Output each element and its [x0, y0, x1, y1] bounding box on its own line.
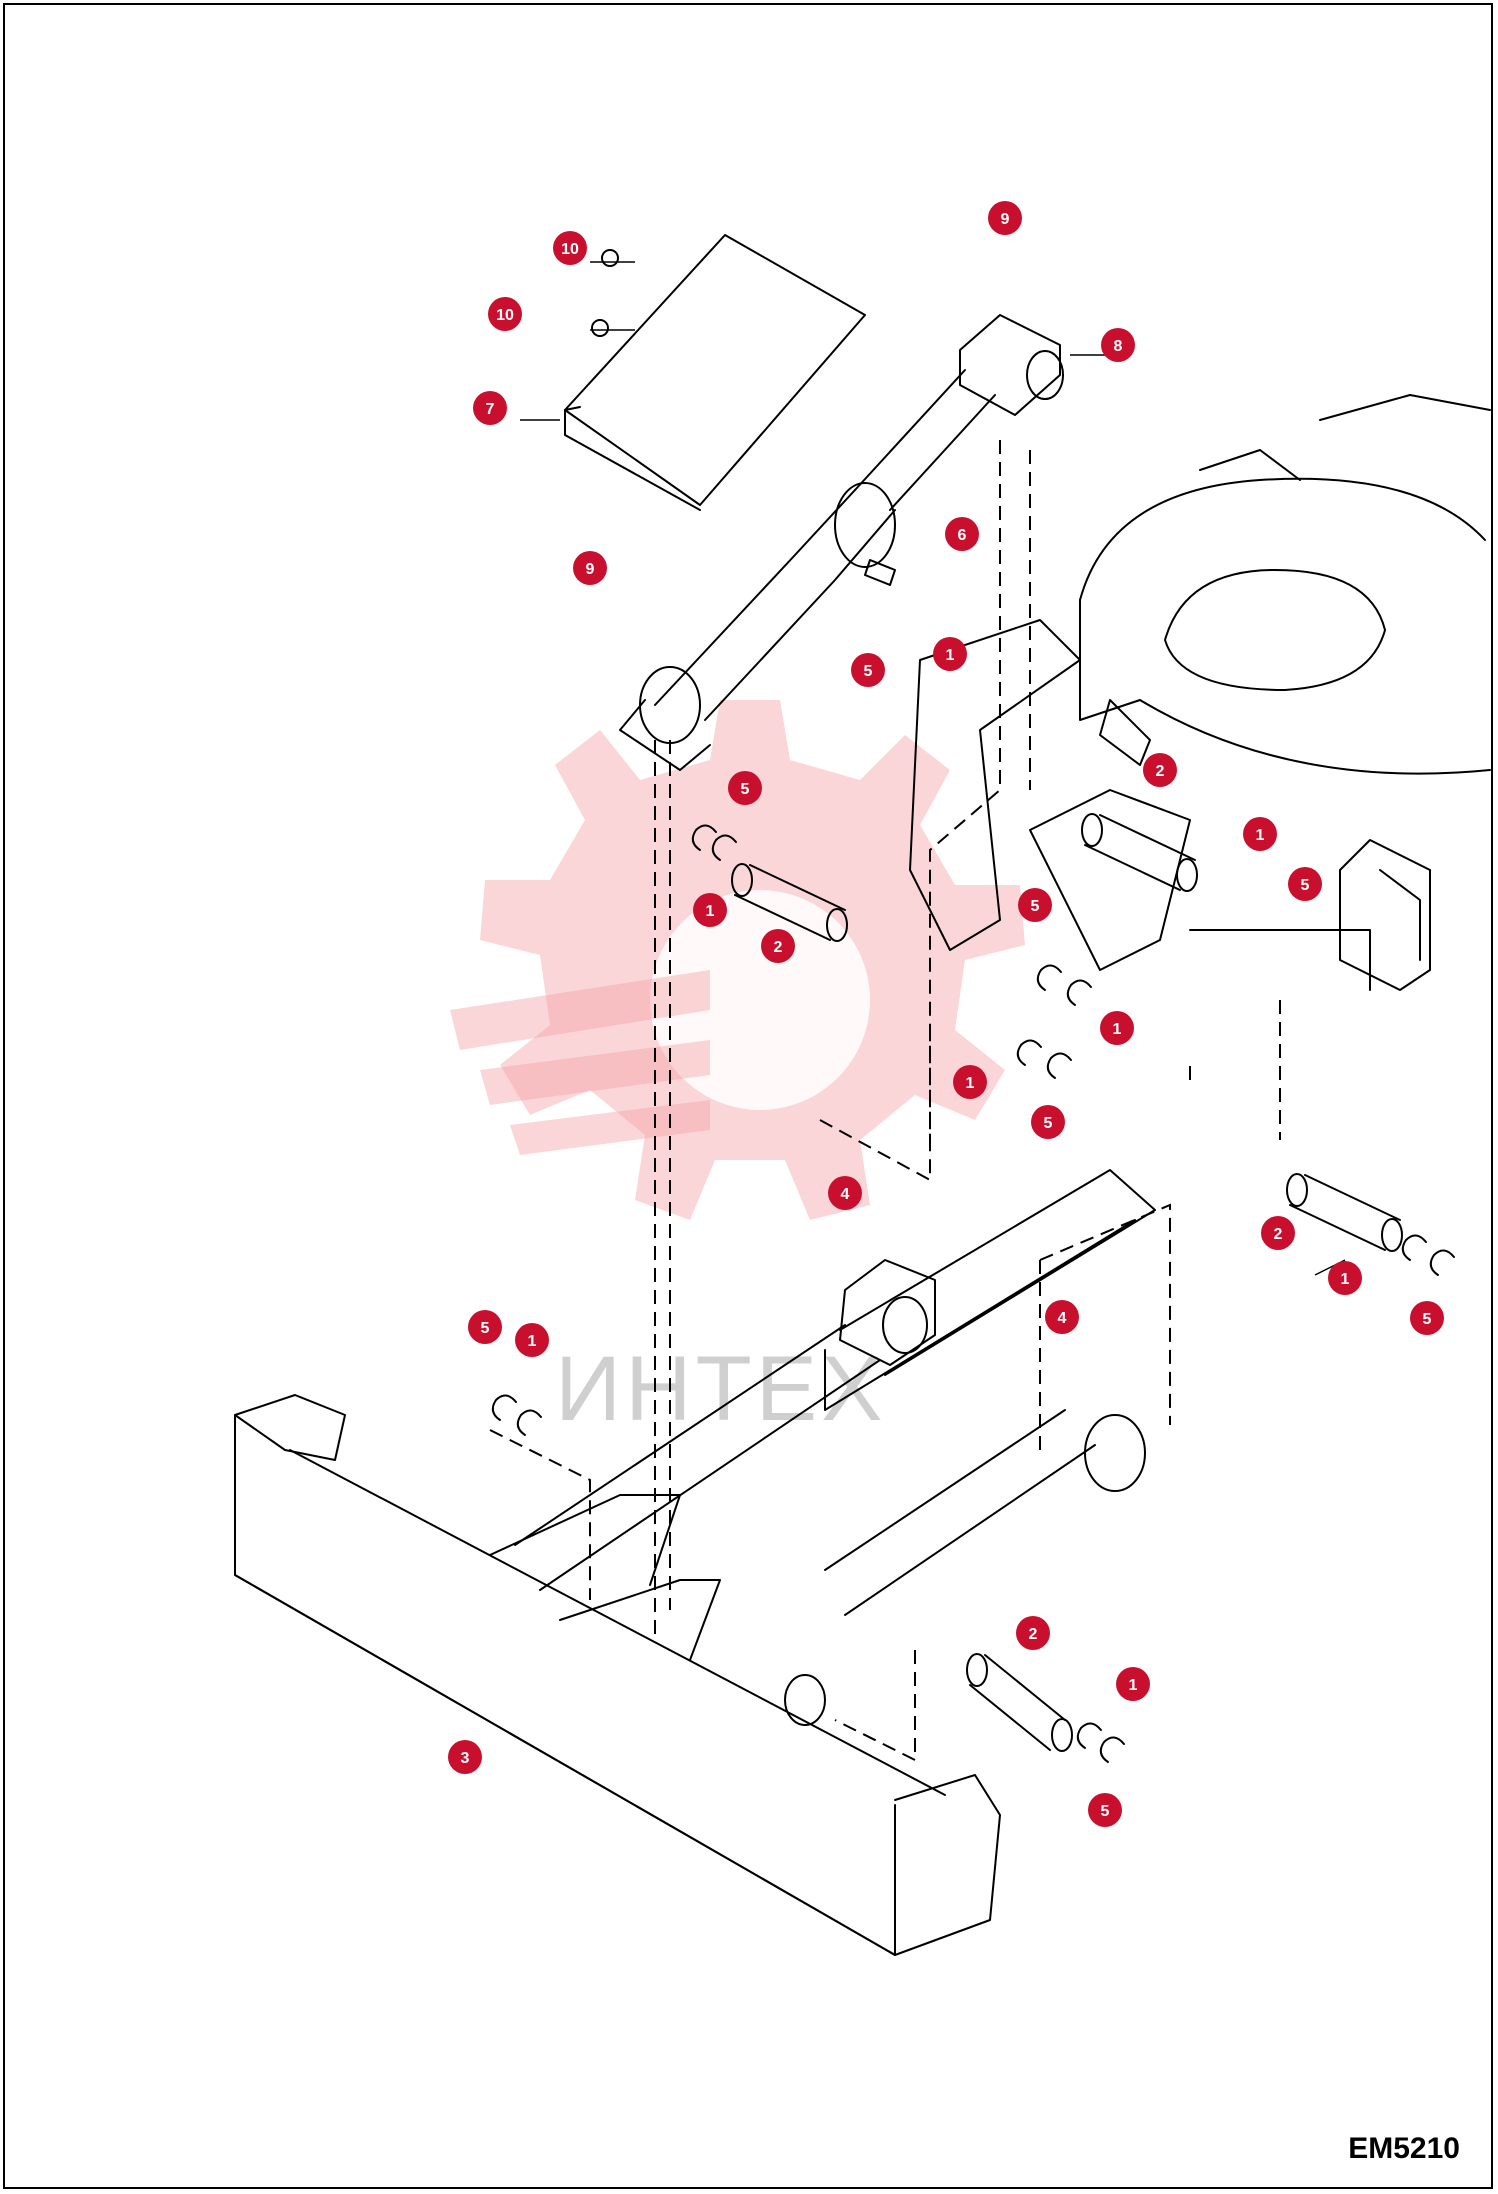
svg-text:2: 2 [1029, 1626, 1038, 1643]
callout-3: 3 [448, 1740, 482, 1774]
callout-1-b: 1 [1243, 817, 1277, 851]
callout-1-d: 1 [1100, 1011, 1134, 1045]
callout-1-c: 1 [693, 893, 727, 927]
callout-4-b: 4 [1045, 1300, 1079, 1334]
callout-9-lower: 9 [573, 551, 607, 585]
callout-1-e: 1 [953, 1065, 987, 1099]
svg-text:8: 8 [1114, 338, 1123, 355]
callout-1-f: 1 [1328, 1261, 1362, 1295]
callout-9-top: 9 [988, 201, 1022, 235]
part-callouts: 10 10 7 9 8 6 9 5 1 5 2 [448, 201, 1444, 1827]
svg-text:10: 10 [496, 307, 514, 324]
svg-text:5: 5 [1031, 898, 1040, 915]
svg-text:1: 1 [1341, 1271, 1350, 1288]
svg-text:1: 1 [706, 903, 715, 920]
svg-text:5: 5 [481, 1320, 490, 1337]
figure-code: EM5210 [1348, 2132, 1460, 2165]
svg-text:5: 5 [1423, 1311, 1432, 1328]
svg-text:9: 9 [586, 561, 595, 578]
svg-text:1: 1 [1113, 1021, 1122, 1038]
machine-frame [909, 394, 1491, 991]
pin-middle [1081, 813, 1198, 892]
pin-right [1286, 1173, 1455, 1276]
svg-text:7: 7 [486, 401, 495, 418]
callout-10-lower: 10 [488, 297, 522, 331]
callout-6: 6 [945, 517, 979, 551]
svg-text:1: 1 [966, 1075, 975, 1092]
svg-text:5: 5 [1044, 1115, 1053, 1132]
dozer-blade [234, 1169, 1156, 1956]
callout-1-h: 1 [1116, 1667, 1150, 1701]
callout-2-b: 2 [761, 929, 795, 963]
svg-text:5: 5 [741, 781, 750, 798]
svg-text:4: 4 [841, 1186, 850, 1203]
retaining-rings [491, 964, 1092, 1436]
svg-text:9: 9 [1001, 211, 1010, 228]
callout-2-a: 2 [1143, 753, 1177, 787]
svg-text:5: 5 [1301, 877, 1310, 894]
callout-5-b: 5 [728, 771, 762, 805]
callout-10-top: 10 [553, 231, 587, 265]
callout-5-a: 5 [851, 653, 885, 687]
svg-text:1: 1 [1256, 827, 1265, 844]
svg-text:2: 2 [774, 939, 783, 956]
callout-1-a: 1 [933, 637, 967, 671]
callout-5-e: 5 [1031, 1105, 1065, 1139]
svg-text:1: 1 [528, 1333, 537, 1350]
svg-text:1: 1 [1129, 1677, 1138, 1694]
svg-text:4: 4 [1058, 1310, 1067, 1327]
svg-text:1: 1 [946, 647, 955, 664]
callout-8: 8 [1101, 328, 1135, 362]
callout-5-c: 5 [1288, 867, 1322, 901]
assembly-lines [489, 440, 1281, 1762]
callout-5-g: 5 [468, 1310, 502, 1344]
svg-text:2: 2 [1156, 763, 1165, 780]
callout-5-d: 5 [1018, 888, 1052, 922]
pin-bottom [966, 1653, 1125, 1763]
svg-text:5: 5 [864, 663, 873, 680]
svg-text:2: 2 [1274, 1226, 1283, 1243]
callout-7: 7 [473, 391, 507, 425]
blade-cylinder [619, 314, 1064, 771]
callout-4-a: 4 [828, 1176, 862, 1210]
svg-text:5: 5 [1101, 1803, 1110, 1820]
callout-2-c: 2 [1261, 1216, 1295, 1250]
callout-1-g: 1 [515, 1323, 549, 1357]
svg-text:10: 10 [561, 241, 579, 258]
cylinder-guard [564, 234, 866, 511]
callout-5-f: 5 [1410, 1301, 1444, 1335]
svg-text:6: 6 [958, 527, 967, 544]
callout-2-d: 2 [1016, 1616, 1050, 1650]
watermark-text: ИНТЕХ [555, 1338, 887, 1440]
callout-5-h: 5 [1088, 1793, 1122, 1827]
pin-left [691, 824, 848, 942]
drawing-frame [3, 3, 1493, 2189]
watermark-logo: ИНТЕХ [450, 700, 1025, 1440]
svg-text:3: 3 [461, 1750, 470, 1767]
